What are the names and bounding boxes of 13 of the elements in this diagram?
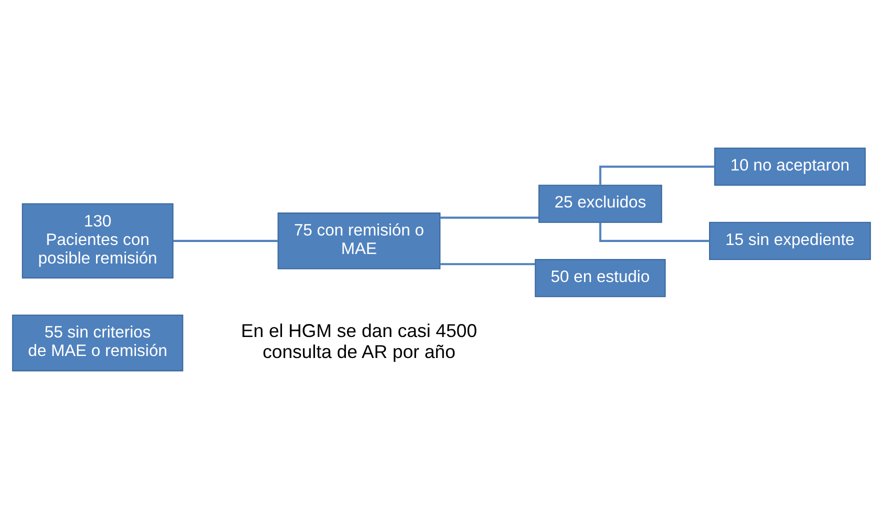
connector xyxy=(599,222,710,242)
node-box: 15 sin expediente xyxy=(709,221,871,260)
node-box: 75 con remisión o MAE xyxy=(278,212,440,269)
node-box: 130 Pacientes con posible remisión xyxy=(22,202,174,278)
connector xyxy=(440,262,536,265)
connector xyxy=(173,239,278,242)
connector xyxy=(440,216,539,218)
node-box: 10 no aceptaron xyxy=(714,147,866,186)
connector xyxy=(599,165,714,184)
node-box: 50 en estudio xyxy=(534,258,666,297)
label: En el HGM se dan casi 4500 consulta de AR por año xyxy=(240,320,478,362)
node-box: 25 excluidos xyxy=(538,184,662,222)
node-box: 55 sin criterios de MAE o remisión xyxy=(12,314,184,371)
